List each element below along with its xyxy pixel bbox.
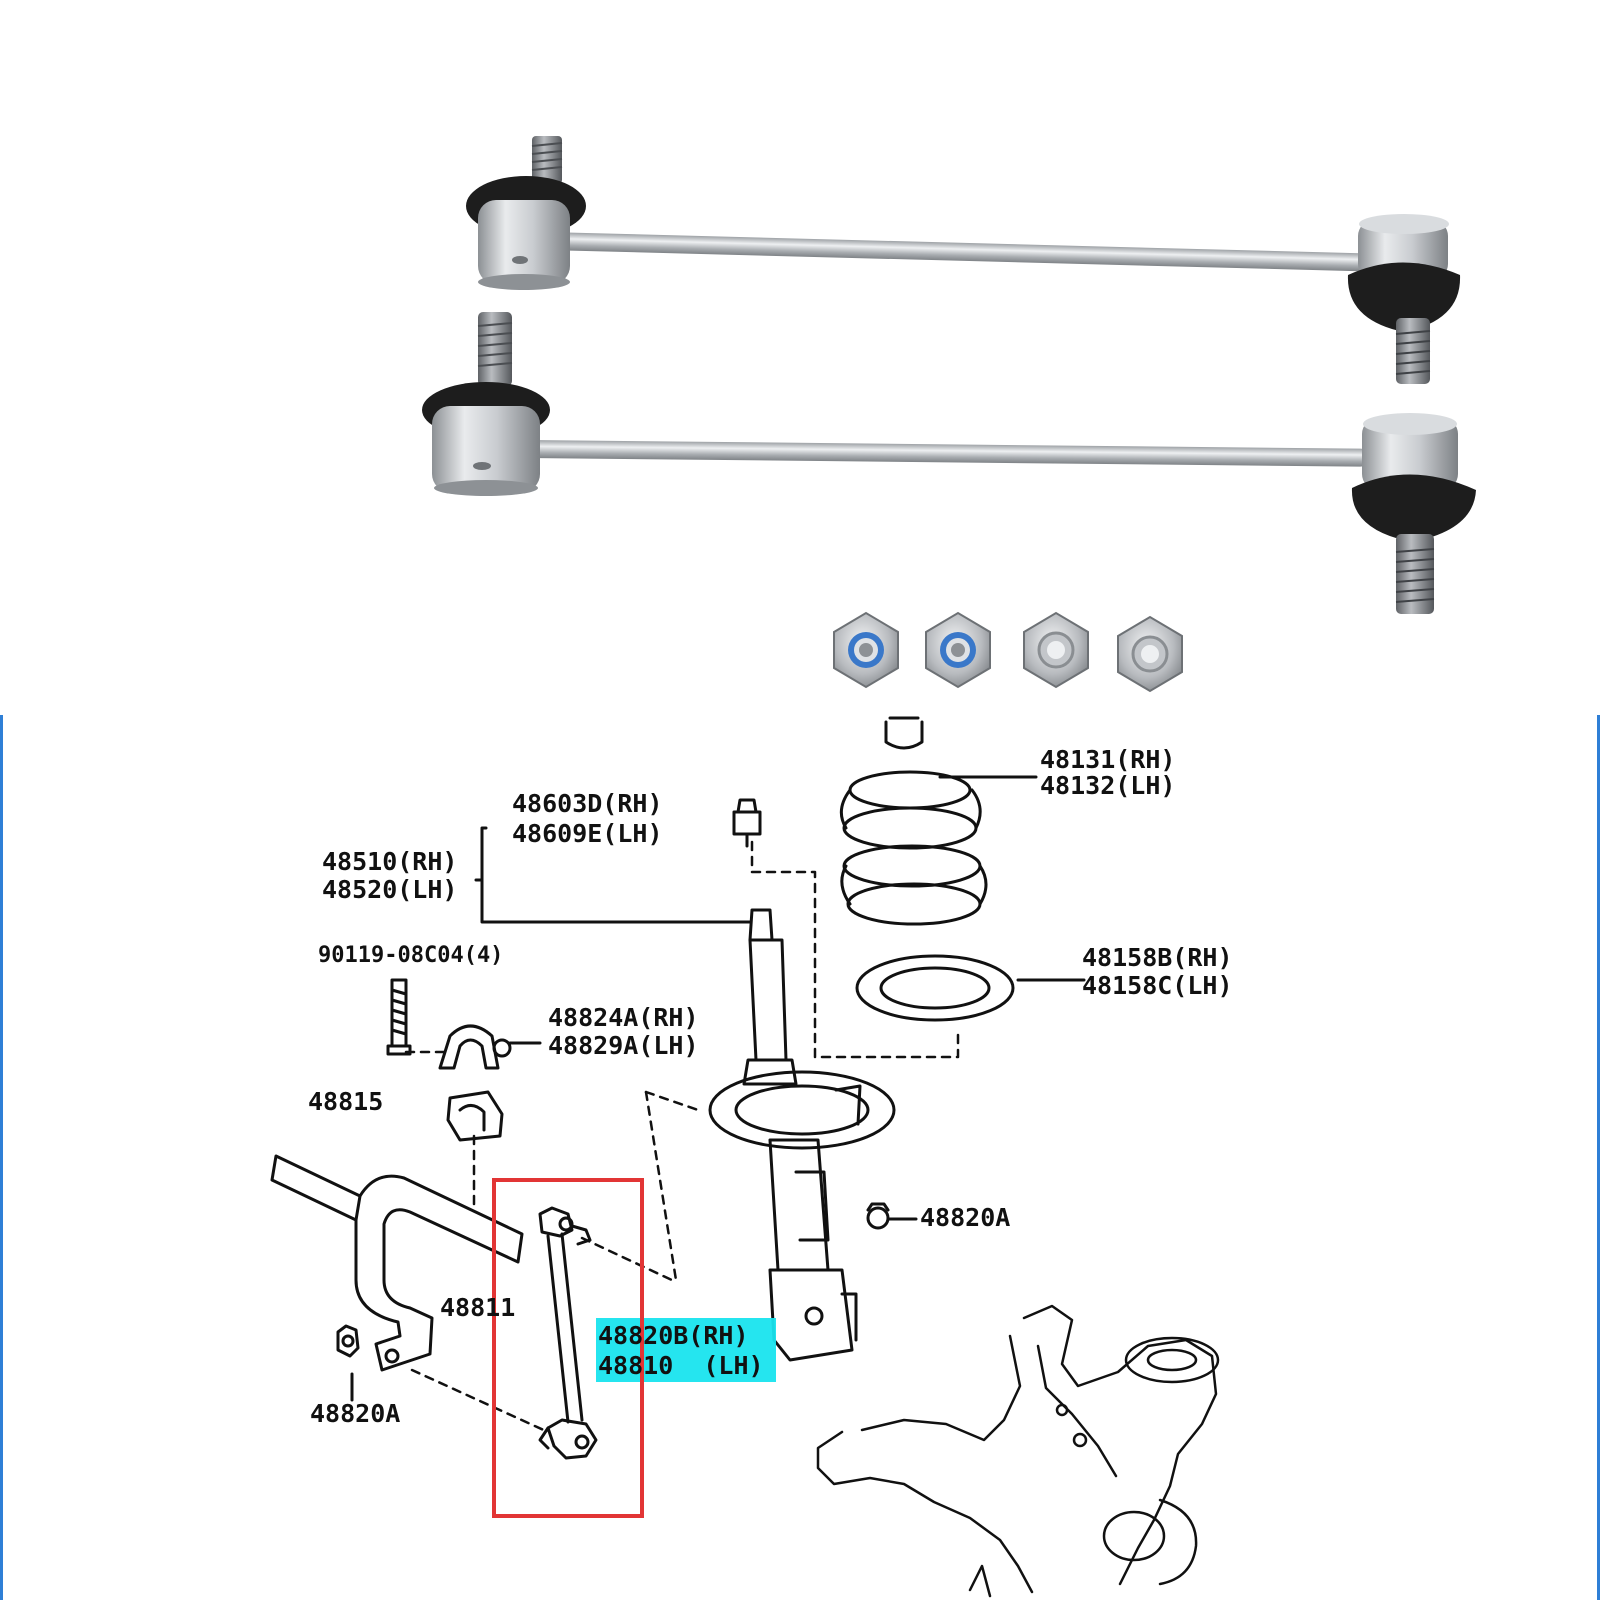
hex-nut — [1023, 611, 1089, 689]
label-stabilizer-bar: 48811 — [440, 1293, 516, 1322]
label-bracket-lh: 48829A(LH) — [548, 1031, 699, 1060]
label-mount-lh: 48609E(LH) — [512, 819, 663, 848]
label-spring-lh: 48132(LH) — [1040, 771, 1176, 800]
bracket-nut-right — [866, 1202, 890, 1230]
label-mount-rh: 48603D(RH) — [512, 789, 663, 818]
label-bolt: 90119-08C04(4) — [318, 943, 504, 968]
strut-assembly — [708, 908, 896, 1362]
product-photo — [422, 136, 1476, 693]
mount-nut — [732, 798, 762, 848]
callout-box — [492, 1178, 644, 1518]
label-link-rh: 48820B(RH) — [598, 1321, 749, 1350]
coil-spring — [839, 770, 988, 926]
label-nut-left: 48820A — [310, 1399, 401, 1428]
hex-nut — [1117, 615, 1183, 693]
link-rod — [531, 440, 1368, 467]
stabilizer-bushing — [446, 1090, 504, 1142]
ball-joint-right — [1347, 214, 1461, 384]
link-nut-left — [336, 1324, 360, 1358]
label-strut-lh: 48520(LH) — [322, 875, 458, 904]
ball-joint-left — [466, 136, 586, 290]
highlight-band — [596, 1318, 776, 1382]
stabilizer-link-drawing — [538, 1206, 598, 1460]
label-spring-rh: 48131(RH) — [1040, 745, 1176, 774]
label-insulator-lh: 48158C(LH) — [1082, 971, 1233, 1000]
ball-joint-left — [422, 312, 550, 496]
label-bushing: 48815 — [308, 1087, 384, 1116]
label-insulator-rh: 48158B(RH) — [1082, 943, 1233, 972]
label-link-lh: 48810 (LH) — [598, 1351, 764, 1380]
parts-diagram — [270, 716, 1220, 1598]
assembly-dashes — [404, 840, 960, 1434]
bump-stop — [884, 720, 924, 750]
spring-insulator — [855, 954, 1015, 1022]
stabilizer-link-upper — [466, 136, 1461, 384]
nylon-lock-nut — [925, 611, 991, 689]
label-nut-right: 48820A — [920, 1203, 1011, 1232]
bracket-bolt — [386, 978, 412, 1056]
ball-joint-right — [1351, 413, 1476, 614]
label-bracket-rh: 48824A(RH) — [548, 1003, 699, 1032]
stabilizer-link-lower — [422, 312, 1476, 614]
stabilizer-bracket — [438, 1024, 512, 1070]
label-strut-rh: 48510(RH) — [322, 847, 458, 876]
nylon-lock-nut — [833, 611, 899, 689]
link-rod — [547, 232, 1368, 272]
edge-line-left — [0, 715, 3, 1600]
stabilizer-bar — [270, 1154, 524, 1372]
steering-knuckle — [816, 1304, 1220, 1598]
edge-line-right — [1597, 715, 1600, 1600]
